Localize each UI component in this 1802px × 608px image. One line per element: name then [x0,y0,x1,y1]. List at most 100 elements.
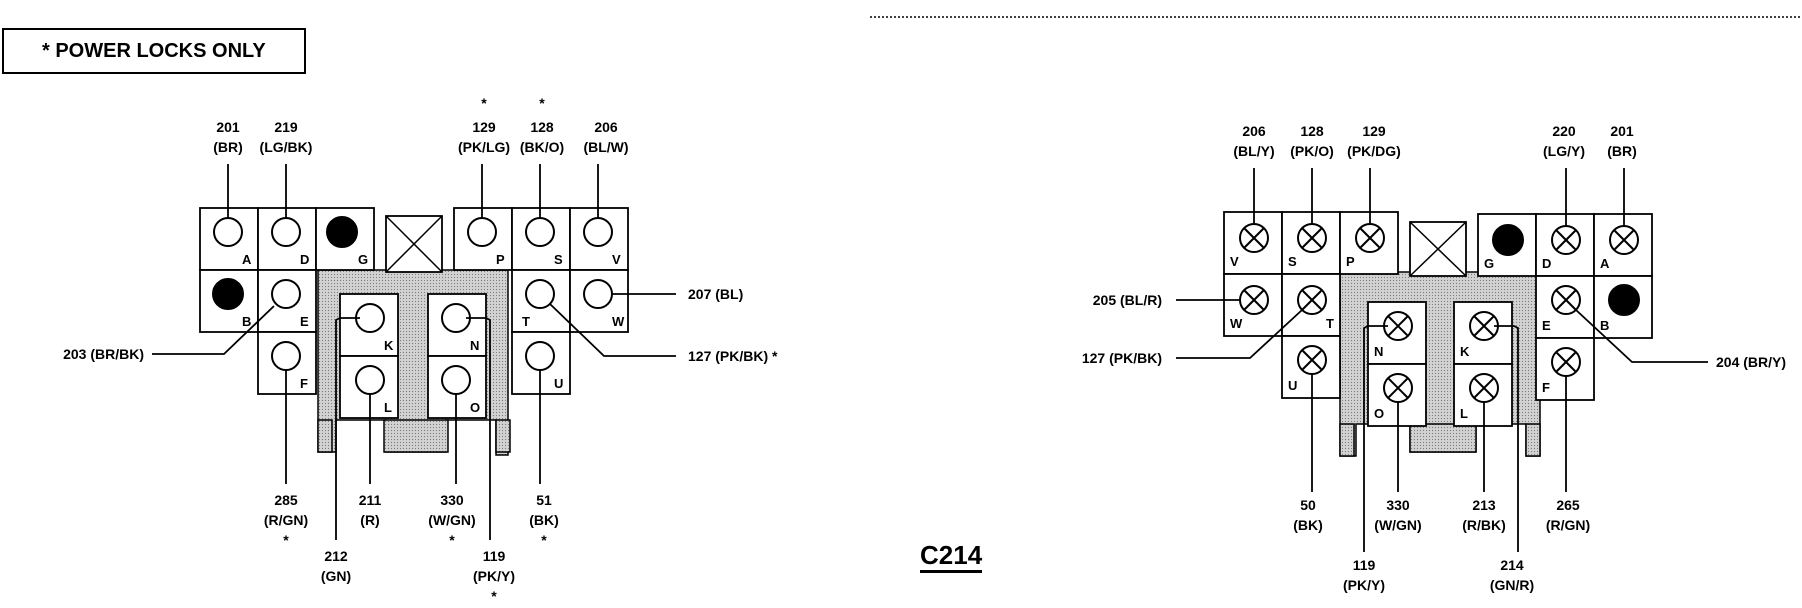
right-wire-213-num: 213 [1472,497,1496,513]
right-pin-T [1297,285,1327,315]
left-wire-128-num: 128 [530,119,554,135]
left-letter-S: S [554,252,563,267]
right-wire-127-label: 127 (PK/BK) [1082,350,1162,366]
left-wire-207-label: 207 (BL) [688,286,743,302]
left-letter-L: L [384,400,392,415]
left-wire-201-num: 201 [216,119,240,135]
left-wire-129-color: (PK/LG) [458,139,510,155]
right-letter-G: G [1484,256,1494,271]
right-pin-D [1551,225,1581,255]
left-wire-211-color: (R) [360,512,379,528]
left-letter-T: T [522,314,530,329]
right-letter-U: U [1288,378,1297,393]
left-pin-B-plug [212,278,244,310]
left-pin-A [213,217,243,247]
right-letter-D: D [1542,256,1551,271]
left-letter-W: W [612,314,625,329]
left-wire-212-color: (GN) [321,568,351,584]
right-wire-201-num: 201 [1610,123,1634,139]
left-pin-K [355,303,385,333]
right-wire-129-num: 129 [1362,123,1386,139]
right-letter-V: V [1230,254,1239,269]
right-letter-L: L [1460,406,1468,421]
left-wire-211-num: 211 [359,492,382,508]
right-wire-205-label: 205 (BL/R) [1093,292,1162,308]
right-wire-213-color: (R/BK) [1462,517,1506,533]
right-wire-50-num: 50 [1300,497,1316,513]
right-letter-A: A [1600,256,1610,271]
left-wire-330-star: * [449,532,455,548]
right-pin-F [1551,347,1581,377]
right-letter-E: E [1542,318,1551,333]
right-wire-50-color: (BK) [1293,517,1323,533]
right-wire-204-label: 204 (BR/Y) [1716,354,1786,370]
left-letter-D: D [300,252,309,267]
left-pin-N [441,303,471,333]
left-wire-219-color: (LG/BK) [260,139,313,155]
right-letter-K: K [1460,344,1470,359]
right-wire-201-color: (BR) [1607,143,1637,159]
right-letter-B: B [1600,318,1609,333]
right-letter-O: O [1374,406,1384,421]
left-latch-2 [383,419,449,453]
right-pin-S [1297,223,1327,253]
left-letter-P: P [496,252,505,267]
right-letter-W: W [1230,316,1243,331]
left-letter-N: N [470,338,479,353]
left-wire-203-label: 203 (BR/BK) [63,346,144,362]
left-wire-51-star: * [541,532,547,548]
left-wires [152,164,676,540]
right-latch-1 [1339,423,1355,457]
right-pin-L [1469,373,1499,403]
left-wire-119-star: * [491,588,497,604]
right-pin-G-plug [1492,224,1524,256]
left-wire-330-color: (W/GN) [428,512,475,528]
left-wire-212-num: 212 [324,548,348,564]
left-pin-L [355,365,385,395]
right-wires [1176,168,1708,552]
right-wire-220-num: 220 [1552,123,1576,139]
left-wire-129-num: 129 [472,119,496,135]
right-wire-206-color: (BL/Y) [1233,143,1274,159]
right-pin-W [1239,285,1269,315]
left-pin-O [441,365,471,395]
left-wire-128-color: (BK/O) [520,139,564,155]
left-letter-K: K [384,338,394,353]
right-wire-129-color: (PK/DG) [1347,143,1401,159]
left-pin-T [525,279,555,309]
right-pin-B-plug [1608,284,1640,316]
right-wire-220-color: (LG/Y) [1543,143,1585,159]
left-letter-F: F [300,376,308,391]
left-key-cross-b [385,215,443,273]
left-pin-E [271,279,301,309]
left-pin-D [271,217,301,247]
left-wire-330-num: 330 [440,492,464,508]
left-pin-W [583,279,613,309]
right-wire-214-color: (GN/R) [1490,577,1534,593]
right-letter-S: S [1288,254,1297,269]
right-wire-330-color: (W/GN) [1374,517,1421,533]
power-locks-note: * POWER LOCKS ONLY [2,28,306,74]
left-letter-V: V [612,252,621,267]
left-latch-3 [495,419,511,453]
left-wire-128-star: * [539,95,545,111]
left-pin-P [467,217,497,247]
right-wire-330-num: 330 [1386,497,1410,513]
left-letter-O: O [470,400,480,415]
left-wire-201-color: (BR) [213,139,243,155]
right-latch-3 [1525,423,1541,457]
left-letter-G: G [358,252,368,267]
left-letter-E: E [300,314,309,329]
left-letter-U: U [554,376,563,391]
right-wire-119-color: (PK/Y) [1343,577,1385,593]
left-wire-51-color: (BK) [529,512,559,528]
left-wire-127-label: 127 (PK/BK) * [688,348,778,364]
left-connector: A D G P S V B E T W F U K L N O [63,95,778,604]
left-wire-285-color: (R/GN) [264,512,308,528]
right-wire-265-num: 265 [1556,497,1580,513]
right-pin-O [1383,373,1413,403]
right-letter-T: T [1326,316,1334,331]
right-letter-N: N [1374,344,1383,359]
